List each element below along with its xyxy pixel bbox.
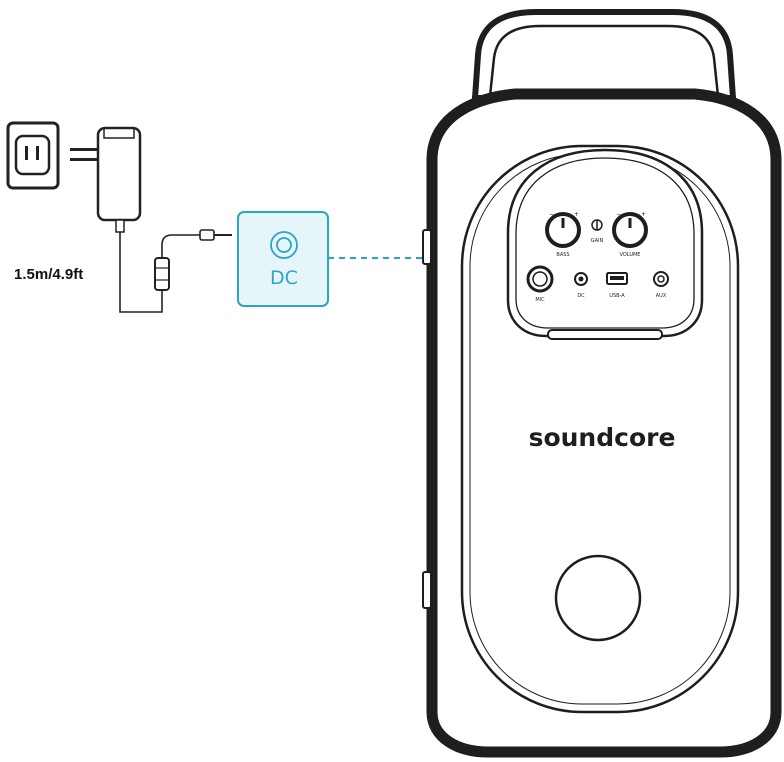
svg-text:+: + — [641, 211, 646, 218]
svg-text:−: − — [616, 211, 621, 218]
usb-a-label: USB-A — [609, 293, 625, 299]
mic-jack — [526, 265, 554, 293]
svg-text:−: − — [549, 211, 554, 218]
dc-plug — [199, 229, 232, 241]
aux-port — [653, 271, 669, 287]
dc-callout-label: DC — [270, 267, 298, 289]
speaker: − + BASS GAIN − + VOLUME — [422, 9, 782, 758]
gain-label: GAIN — [591, 238, 604, 244]
svg-text:+: + — [574, 211, 579, 218]
usb-a-port — [606, 272, 628, 285]
ferrite-bead — [154, 257, 170, 291]
bass-label: BASS — [556, 252, 569, 258]
speaker-handle — [471, 9, 737, 101]
power-button — [554, 554, 642, 642]
control-panel: − + BASS GAIN − + VOLUME — [506, 148, 704, 340]
volume-knob: − + — [612, 211, 648, 248]
power-cable — [119, 232, 200, 313]
aux-label: AUX — [656, 293, 667, 299]
volume-label: VOLUME — [620, 252, 641, 258]
cable-length-label: 1.5m/4.9ft — [14, 266, 83, 283]
side-button-top — [422, 229, 432, 265]
dc-port-label: DC — [577, 293, 585, 299]
dc-callout: DC — [237, 211, 329, 307]
brand-logo: soundcore — [529, 423, 676, 452]
dc-jack-icon — [270, 231, 298, 259]
side-button-bottom — [422, 571, 432, 609]
wall-outlet-icon — [6, 121, 60, 190]
power-adapter-icon — [70, 126, 142, 233]
mic-label: MIC — [535, 297, 545, 303]
bass-knob: − + — [545, 211, 581, 248]
gain-switch — [591, 219, 603, 231]
dc-port — [574, 272, 588, 286]
